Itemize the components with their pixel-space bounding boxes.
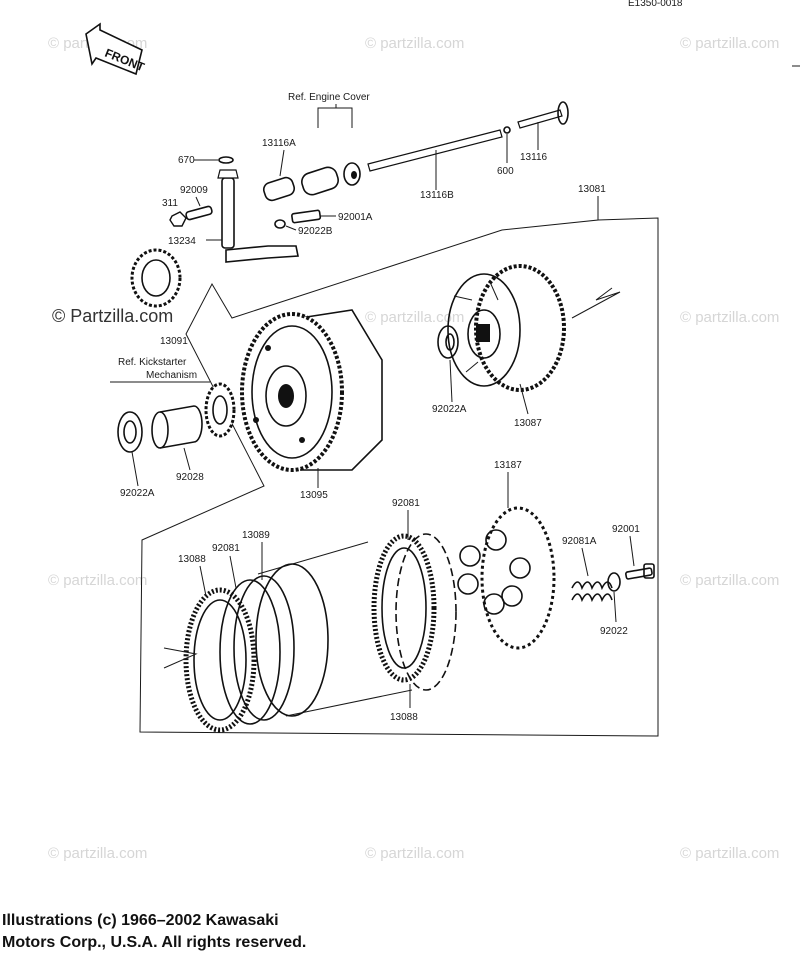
label-13087: 13087 [514, 418, 542, 429]
watermark: © partzilla.com [48, 845, 147, 862]
label-670: 670 [178, 155, 195, 166]
assembly-outline [139, 196, 659, 737]
part-600-ball [503, 126, 511, 134]
label-311: 311 [162, 198, 178, 209]
label-ref-kickstarter-2: Mechanism [146, 370, 197, 381]
watermark: © partzilla.com [365, 845, 464, 862]
label-92081A: 92081A [562, 536, 597, 547]
leader [317, 107, 353, 128]
part-13087-hub [447, 264, 566, 392]
leader [581, 547, 589, 577]
part-92001A-bolt [274, 209, 322, 229]
label-13088-left: 13088 [178, 554, 206, 565]
label-13187: 13187 [494, 460, 522, 471]
label-13116: 13116 [520, 152, 548, 163]
part-13116B-rod [367, 129, 503, 172]
part-13116-pin [517, 101, 569, 129]
part-kickstarter-gear [204, 382, 236, 438]
label-92081-top: 92081 [392, 498, 420, 509]
label-92022A-left: 92022A [120, 488, 155, 499]
part-13091-gear [130, 248, 182, 308]
label-92022A-right: 92022A [432, 404, 467, 415]
copyright-line-1: Illustrations (c) 1966–2002 Kawasaki [2, 912, 279, 929]
watermark: © partzilla.com [365, 309, 464, 326]
part-92022A-washer-left [117, 411, 143, 453]
leader [279, 149, 285, 177]
label-92081-left: 92081 [212, 543, 240, 554]
watermark: © partzilla.com [680, 35, 779, 52]
part-13089-steel-plate [219, 575, 295, 725]
leader [199, 565, 207, 597]
label-13089: 13089 [242, 530, 270, 541]
leader [131, 451, 139, 487]
part-92009-screw [185, 205, 213, 221]
leader [229, 555, 237, 589]
part-92022-washer [607, 572, 621, 592]
label-92001: 92001 [612, 524, 640, 535]
label-92001A: 92001A [338, 212, 373, 223]
label-13088-bottom: 13088 [390, 712, 418, 723]
label-13081: 13081 [578, 184, 606, 195]
leader [183, 447, 191, 471]
washer-hole [123, 420, 137, 444]
part-92022A-washer-right [437, 325, 459, 359]
part-13088-friction-plate [183, 587, 257, 733]
label-92028: 92028 [176, 472, 204, 483]
direction-arrow [163, 647, 198, 669]
part-13095-housing [240, 309, 383, 472]
copyright-notice: Illustrations (c) 1966–2002 Kawasaki Mot… [2, 910, 306, 954]
leader [285, 225, 297, 231]
watermark: © partzilla.com [48, 572, 147, 589]
part-13116A-group [262, 162, 361, 202]
watermark-layer: © partzilla.com © partzilla.com © partzi… [48, 35, 779, 862]
washer-hole [445, 333, 455, 351]
leader [449, 359, 453, 403]
label-13091: 13091 [160, 336, 188, 347]
part-13234-shaft [217, 169, 299, 263]
label-92022: 92022 [600, 626, 628, 637]
part-670-oring [218, 156, 234, 164]
watermark: © partzilla.com [365, 35, 464, 52]
direction-arrow [571, 287, 621, 319]
part-13088-friction-plate-right [371, 533, 437, 683]
watermark: © partzilla.com [680, 572, 779, 589]
label-ref-kickstarter-1: Ref. Kickstarter [118, 357, 187, 368]
label-ref-engine-cover: Ref. Engine Cover [288, 92, 370, 103]
label-13095: 13095 [300, 490, 328, 501]
part-92001-bolt [625, 563, 655, 580]
part-92081-spring-plate [395, 533, 457, 691]
leader [195, 196, 201, 207]
part-311-nut [169, 211, 187, 227]
leader [613, 591, 617, 623]
part-plate-cylinder [255, 541, 413, 717]
label-92022B: 92022B [298, 226, 333, 237]
part-13187-pressure-plate [457, 506, 556, 650]
leader [629, 535, 635, 567]
label-92009: 92009 [180, 185, 208, 196]
leader [519, 383, 529, 415]
label-13116A: 13116A [262, 138, 296, 149]
watermark-main: © Partzilla.com [52, 306, 173, 326]
label-600: 600 [497, 166, 514, 177]
copyright-line-2: Motors Corp., U.S.A. All rights reserved… [2, 934, 307, 951]
part-92081A-spring [571, 581, 613, 603]
watermark: © partzilla.com [680, 845, 779, 862]
part-92028-sleeve [151, 405, 203, 449]
label-13234: 13234 [168, 236, 196, 247]
watermark: © partzilla.com [680, 309, 779, 326]
front-arrow-icon: FRONT [85, 22, 147, 76]
diagram-code: E1350-0018 [628, 0, 683, 9]
label-13116B: 13116B [420, 190, 454, 201]
